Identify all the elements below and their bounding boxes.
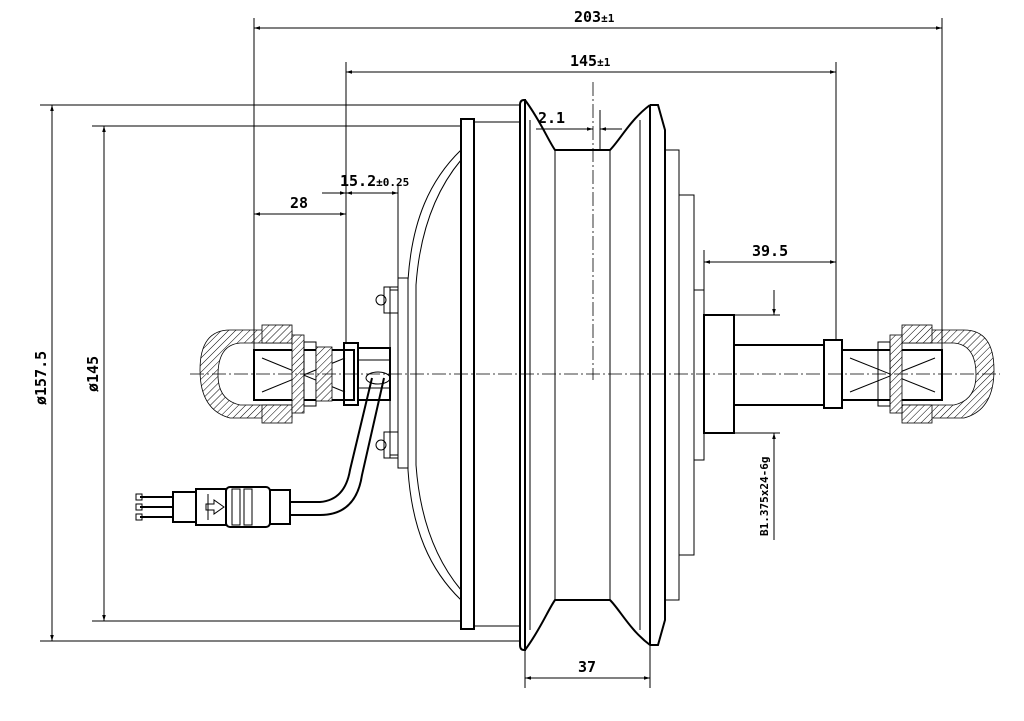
- dim-shell-length: 145±1: [570, 52, 611, 70]
- dim-outer-diameter: ø157.5: [32, 351, 50, 405]
- dim-right-axle-extension: 39.5: [752, 242, 788, 260]
- connector-plug: [135, 486, 291, 528]
- right-flange: [649, 104, 666, 646]
- left-axle-nut: [199, 324, 333, 424]
- dim-thread-spec: B1.375x24-6g: [758, 457, 771, 536]
- dimension-labels: 203±1 145±1 2.1 15.2±0.25 28 39.5 ø157.5…: [32, 8, 788, 676]
- motor-cable: [290, 371, 391, 516]
- dim-rim-width: 37: [578, 658, 596, 676]
- dim-overall-length: 203±1: [574, 8, 615, 26]
- dim-flange-gap: 15.2±0.25: [340, 172, 409, 190]
- dim-left-axle-extension: 28: [290, 194, 308, 212]
- dim-groove-offset: 2.1: [538, 109, 565, 127]
- connector-arrow-icon: [205, 494, 225, 520]
- motor-body: [389, 99, 705, 651]
- dim-inner-diameter: ø145: [84, 356, 102, 392]
- cap-bolts: [375, 286, 399, 459]
- center-lines: [190, 82, 1000, 380]
- dimension-lines: [40, 18, 943, 688]
